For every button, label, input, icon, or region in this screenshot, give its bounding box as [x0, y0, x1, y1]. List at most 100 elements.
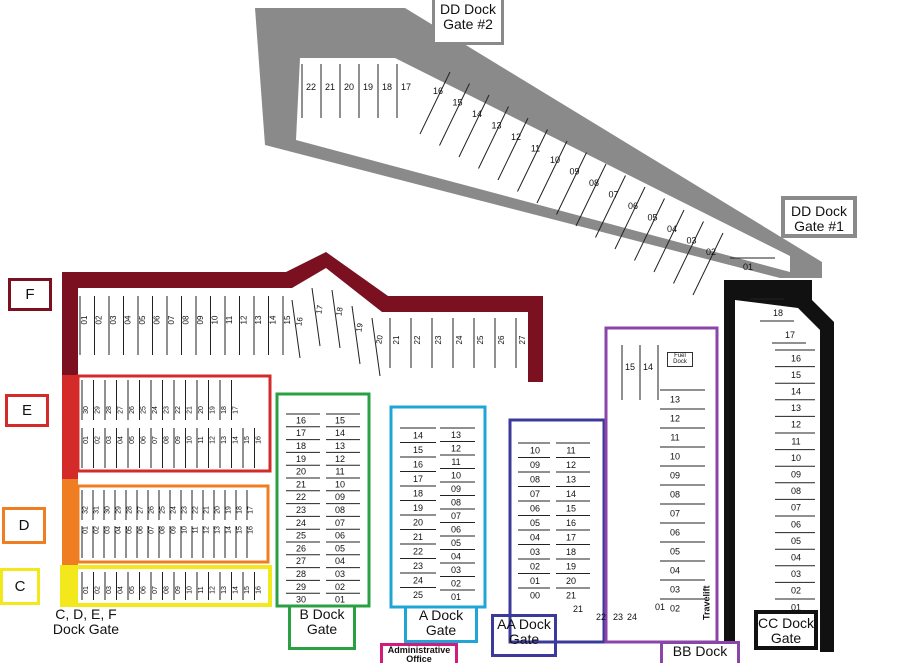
slip-finger — [653, 209, 685, 273]
d-dock-box — [76, 484, 270, 564]
slip-number: 20 — [344, 82, 354, 92]
slip-number: 18 — [566, 547, 576, 557]
slip-number: 08 — [670, 490, 680, 500]
c-dock-bar — [62, 565, 78, 605]
slip-number: 03 — [686, 236, 696, 246]
slip-number: 06 — [138, 526, 145, 534]
slip-number: 04 — [116, 526, 123, 534]
slip-number: 11 — [198, 436, 205, 443]
admin-office-label: Administrative Office — [380, 643, 458, 663]
slip-number: 18 — [334, 306, 345, 317]
slip-number: 17 — [566, 532, 576, 542]
dd-gate-2-label: DD Dock Gate #2 — [432, 0, 504, 45]
slip-finger — [311, 287, 321, 347]
slip-number: 09 — [569, 167, 579, 177]
slip-number: 01 — [791, 602, 801, 612]
slip-number: 11 — [193, 526, 200, 533]
slip-number: 09 — [451, 484, 461, 494]
slip-number: 22 — [175, 406, 182, 414]
slip-number: 12 — [240, 315, 249, 324]
slip-number: 17 — [248, 506, 255, 514]
slip-number: 15 — [237, 526, 244, 534]
slip-finger — [497, 117, 529, 181]
slip-number: 20 — [566, 576, 576, 586]
slip-number: 03 — [109, 315, 118, 324]
slip-number: 08 — [791, 486, 801, 496]
slip-number: 19 — [566, 561, 576, 571]
slip-number: 02 — [94, 586, 101, 594]
slip-number: 04 — [335, 556, 345, 566]
slip-number: 12 — [566, 460, 576, 470]
slip-number: 10 — [211, 315, 220, 324]
slip-number: 18 — [382, 82, 392, 92]
slip-number: 03 — [451, 565, 461, 575]
slip-number: 02 — [530, 561, 540, 571]
slip-number: 08 — [163, 586, 170, 594]
a-gate-label: A Dock Gate — [404, 608, 478, 643]
slip-number: 10 — [791, 453, 801, 463]
slip-number: 01 — [83, 436, 90, 444]
slip-number: 13 — [791, 403, 801, 413]
slip-number: 13 — [254, 315, 263, 324]
slip-number: 22 — [296, 492, 306, 502]
slip-number: 07 — [530, 489, 540, 499]
slip-number: 10 — [451, 470, 461, 480]
slip-number: 01 — [743, 262, 753, 272]
slip-layer: 22 21 20 19 18 17 16 15 14 13 12 11 10 09 08 07 06 05 04 03… — [79, 64, 815, 622]
slip-number: 20 — [413, 517, 423, 527]
slip-finger — [634, 198, 665, 261]
slip-number: 23 — [182, 506, 189, 514]
slip-number: 28 — [127, 506, 134, 514]
slip-number: 06 — [140, 436, 147, 444]
slip-number: 05 — [129, 586, 136, 594]
slip-number: 09 — [335, 492, 345, 502]
slip-number: 08 — [163, 436, 170, 444]
slip-number: 05 — [451, 538, 461, 548]
slip-finger — [419, 71, 451, 135]
slip-number: 07 — [670, 509, 680, 519]
slip-number: 05 — [791, 536, 801, 546]
slip-number: 09 — [530, 460, 540, 470]
slip-number: 13 — [451, 430, 461, 440]
slip-number: 04 — [791, 553, 801, 563]
slip-number: 19 — [413, 503, 423, 513]
slip-number: 31 — [94, 506, 101, 514]
slip-number: 15 — [244, 436, 251, 444]
slip-number: 07 — [791, 503, 801, 513]
slip-number: 03 — [530, 547, 540, 557]
slip-number: 11 — [335, 467, 344, 477]
slip-number: 16 — [248, 526, 255, 534]
slip-number: 16 — [791, 353, 801, 363]
slip-number: 01 — [80, 315, 89, 324]
slip-number: 18 — [296, 441, 306, 451]
slip-number: 01 — [655, 602, 665, 612]
slip-number: 11 — [225, 315, 234, 324]
slip-number: 10 — [186, 586, 193, 594]
slip-number: 10 — [530, 445, 540, 455]
slip-finger — [692, 232, 724, 296]
slip-finger — [291, 299, 301, 359]
slip-number: 17 — [785, 330, 795, 340]
slip-number: 25 — [140, 406, 147, 414]
slip-number: 03 — [106, 586, 113, 594]
slip-number: 02 — [706, 247, 716, 257]
slip-finger — [371, 317, 381, 377]
slip-number: 23 — [413, 561, 423, 571]
slip-number: 13 — [221, 586, 228, 594]
slip-number: 10 — [182, 526, 189, 534]
slip-finger — [595, 175, 626, 238]
slip-number: 27 — [117, 406, 124, 414]
slip-number: 21 — [413, 532, 423, 542]
slip-number: 24 — [627, 612, 637, 622]
slip-number: 05 — [530, 518, 540, 528]
slip-number: 19 — [354, 322, 365, 333]
fuel-dock-label: Fuel Dock — [667, 352, 693, 367]
slip-number: 05 — [127, 526, 134, 534]
slip-number: 10 — [335, 479, 345, 489]
slip-number: 08 — [182, 315, 191, 324]
slip-finger — [351, 305, 361, 365]
slip-number: 06 — [451, 524, 461, 534]
slip-number: 16 — [433, 86, 443, 96]
slip-number: 14 — [643, 362, 653, 372]
